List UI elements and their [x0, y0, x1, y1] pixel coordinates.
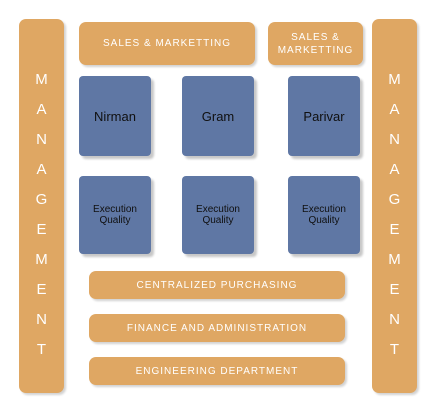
execution-quality-box-parivar: Execution Quality	[288, 176, 360, 254]
management-letter: E	[36, 281, 47, 298]
department-label: ENGINEERING DEPARTMENT	[135, 365, 299, 377]
parivar-box: Parivar	[288, 76, 360, 156]
gram-box: Gram	[182, 76, 254, 156]
management-letter: T	[36, 341, 47, 358]
management-letter: E	[36, 221, 47, 238]
execution-quality-box-gram: Execution Quality	[182, 176, 254, 254]
engineering-department-bar: ENGINEERING DEPARTMENT	[89, 357, 345, 385]
management-letter: M	[388, 251, 401, 268]
management-letter: N	[389, 311, 400, 328]
management-letter: A	[36, 101, 47, 118]
management-letter: M	[35, 251, 48, 268]
nirman-label: Nirman	[94, 108, 136, 124]
management-column-left: M A N A G E M E N T	[19, 19, 64, 393]
management-letter: E	[389, 221, 400, 238]
nirman-box: Nirman	[79, 76, 151, 156]
management-letter: E	[389, 281, 400, 298]
management-letter: N	[36, 311, 47, 328]
department-label: CENTRALIZED PURCHASING	[136, 279, 298, 291]
management-letter: M	[388, 71, 401, 88]
management-letter: N	[36, 131, 47, 148]
management-letter: A	[36, 161, 47, 178]
management-letter: A	[389, 161, 400, 178]
management-letter: N	[389, 131, 400, 148]
centralized-purchasing-bar: CENTRALIZED PURCHASING	[89, 271, 345, 299]
parivar-label: Parivar	[303, 108, 345, 124]
sales-marketing-box: SALES & MARKETTING	[79, 22, 255, 65]
sales-marketing-side-box: SALES & MARKETTING	[268, 22, 363, 65]
management-letter: G	[388, 191, 401, 208]
sales-marketing-side-label: SALES & MARKETTING	[277, 31, 354, 56]
management-letter: G	[35, 191, 48, 208]
management-letter: A	[389, 101, 400, 118]
execution-quality-label: Execution Quality	[302, 204, 346, 226]
management-letter: T	[389, 341, 400, 358]
sales-marketing-label: SALES & MARKETTING	[102, 38, 232, 49]
execution-quality-box-nirman: Execution Quality	[79, 176, 151, 254]
execution-quality-label: Execution Quality	[196, 204, 240, 226]
gram-label: Gram	[201, 108, 235, 124]
execution-quality-label: Execution Quality	[93, 204, 137, 226]
finance-administration-bar: FINANCE AND ADMINISTRATION	[89, 314, 345, 342]
department-label: FINANCE AND ADMINISTRATION	[126, 322, 308, 334]
management-column-right: M A N A G E M E N T	[372, 19, 417, 393]
management-letter: M	[35, 71, 48, 88]
